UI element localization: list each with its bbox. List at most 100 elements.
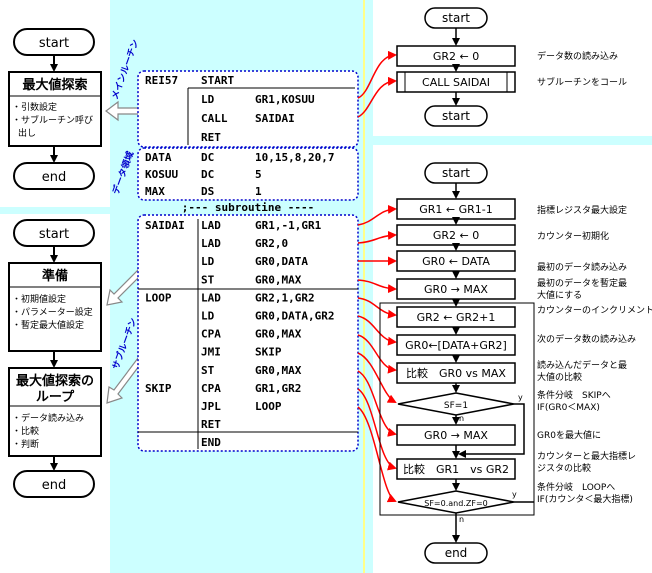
sub-flow-step6-label: GR0←[DATA+GR2] <box>405 339 507 352</box>
overview-sub-prep-item-1: ・初期値設定 <box>12 293 66 305</box>
red-arrow-call <box>357 76 397 118</box>
overview-sub-loop-item-2: ・比較 <box>12 425 39 437</box>
code-cell: END <box>201 436 221 449</box>
sub-flow-decision1-yes-label: y <box>518 393 523 402</box>
code-cell: GR1,KOSUU <box>255 93 315 106</box>
sub-flow-step2-note: カウンター初期化 <box>537 230 609 242</box>
overview-sub-prep-box <box>8 262 102 352</box>
code-cell: ST <box>201 273 215 286</box>
overview-sub-loop-title-1: 最大値探索の <box>16 373 94 389</box>
sub-flow-step1-label: GR1 ← GR1-1 <box>419 203 493 216</box>
sub-flow-step9-note-1: カウンターと最大指標レ <box>537 450 636 462</box>
code-cell: LOOP <box>255 400 282 413</box>
red-connectors <box>357 50 397 503</box>
code-cell: JMI <box>201 346 221 359</box>
main-flowchart: start GR2 ← 0 データ数の読み込み CALL SAIDAI サブルー… <box>396 7 627 127</box>
overview-sub-loop-item-1: ・データ読み込み <box>12 412 84 424</box>
main-flow-step1-note: データ数の読み込み <box>537 50 618 62</box>
overview-main: start 最大値探索 ・引数設定 ・サブルーチン呼び 出し end <box>8 28 102 190</box>
sub-flow-decision2-label: SF=0.and.ZF=0 <box>424 499 487 508</box>
overview-main-end-terminal <box>13 162 95 190</box>
code-cell: GR0,MAX <box>255 328 302 341</box>
sub-flow-step2-label: GR2 ← 0 <box>433 229 479 242</box>
code-cell: GR2,1,GR2 <box>255 291 315 304</box>
main-flow-step2-note: サブルーチンをコール <box>537 76 627 88</box>
main-flow-step2-label: CALL SAIDAI <box>422 76 490 89</box>
code-cell: CALL <box>201 112 228 125</box>
sub-flow-step3-note: 最初のデータ読み込み <box>537 261 627 273</box>
code-cell: DC <box>201 168 214 181</box>
sub-flow-start-text: start <box>442 166 470 180</box>
code-cell: SKIP <box>255 346 282 359</box>
main-flow-panel <box>373 0 652 136</box>
overview-sub-loop-title-2: ループ <box>36 390 75 405</box>
overview-sub-prep-item-3: ・暫定最大値設定 <box>12 319 84 331</box>
red-arrow-11 <box>357 406 397 503</box>
overview-sub-end-terminal <box>13 470 95 498</box>
sub-flow-decision2-yes-label: y <box>512 490 517 499</box>
code-cell: LD <box>201 255 215 268</box>
code-cell: LAD <box>201 237 221 250</box>
red-arrow-9 <box>357 370 397 437</box>
overview-sub-start-text: start <box>39 227 69 242</box>
sub-flow-decision1-label: SF=1 <box>444 401 468 411</box>
sub-flow-end-terminal <box>424 542 488 564</box>
sub-flow-decision1-no-label: n <box>459 414 464 423</box>
code-cell: GR0,DATA <box>255 255 308 268</box>
code-cell: GR1,GR2 <box>255 382 301 395</box>
code-main-section <box>137 70 359 148</box>
red-arrow-4 <box>357 279 397 294</box>
sub-flow-step8-note: GR0を最大値に <box>537 429 601 441</box>
code-cell: GR0,MAX <box>255 273 302 286</box>
red-arrow-10 <box>357 388 397 471</box>
sub-flow-step9-label: 比較 GR1 vs GR2 <box>403 462 509 476</box>
sub-flow-decision2-note-1: 条件分岐 LOOPへ <box>537 481 615 493</box>
red-arrow-2 <box>357 230 397 244</box>
overview-sub-prep-title: 準備 <box>42 268 68 284</box>
overview-main-item-3: 出し <box>18 127 36 139</box>
sub-flow-step4-note-2: 大値にする <box>537 289 582 301</box>
sub-flow-decision1-note-1: 条件分岐 SKIPへ <box>537 389 611 401</box>
code-cell: SAIDAI <box>145 219 185 232</box>
code-cell: LAD <box>201 291 221 304</box>
code-cell: START <box>201 74 234 87</box>
overview-sub-end-text: end <box>42 478 67 493</box>
sub-flow-step5-label: GR2 ← GR2+1 <box>417 311 496 324</box>
sub-flow-step9-note-2: ジスタの比較 <box>537 462 591 474</box>
sub-flow-decision1-yes-path <box>458 403 525 458</box>
red-arrow-6 <box>357 315 397 346</box>
sub-flow-step6-note: 次のデータ数の読み込み <box>537 333 636 345</box>
overview-main-end-text: end <box>42 170 67 185</box>
code-cell: LD <box>201 93 215 106</box>
code-cell: ST <box>201 364 215 377</box>
sub-flow-step7-note-1: 読み込んだデータと最 <box>537 359 627 371</box>
code-sub-section <box>137 214 359 452</box>
code-cell: 10,15,8,20,7 <box>255 151 334 164</box>
sub-flow-step5-note: カウンターのインクリメント <box>537 305 652 316</box>
code-data-section <box>137 147 359 201</box>
code-cell: GR0,DATA,GR2 <box>255 310 334 323</box>
sub-flow-step7-label: 比較 GR0 vs MAX <box>406 366 506 380</box>
sub-flow-step4-label: GR0 → MAX <box>424 283 488 296</box>
main-flow-start-text: start <box>442 11 470 25</box>
code-cell: SKIP <box>145 382 172 395</box>
code-cell: CPA <box>201 328 221 341</box>
code-cell: LAD <box>201 219 221 232</box>
overview-main-item-1: ・引数設定 <box>12 101 57 113</box>
main-flow-end-text: start <box>442 109 470 123</box>
code-cell: GR0,MAX <box>255 364 302 377</box>
main-flow-step1-label: GR2 ← 0 <box>433 50 479 63</box>
red-arrow-ld <box>357 50 397 99</box>
code-cell: REI57 <box>145 74 178 87</box>
code-cell: KOSUU <box>145 168 178 181</box>
hollow-arrow-prep <box>106 269 143 306</box>
main-flow-end-terminal <box>424 105 488 127</box>
code-cell: GR2,0 <box>255 237 288 250</box>
sub-flow-step1-note: 指標レジスタ最大設定 <box>537 204 627 216</box>
code-cell: DATA <box>145 151 172 164</box>
